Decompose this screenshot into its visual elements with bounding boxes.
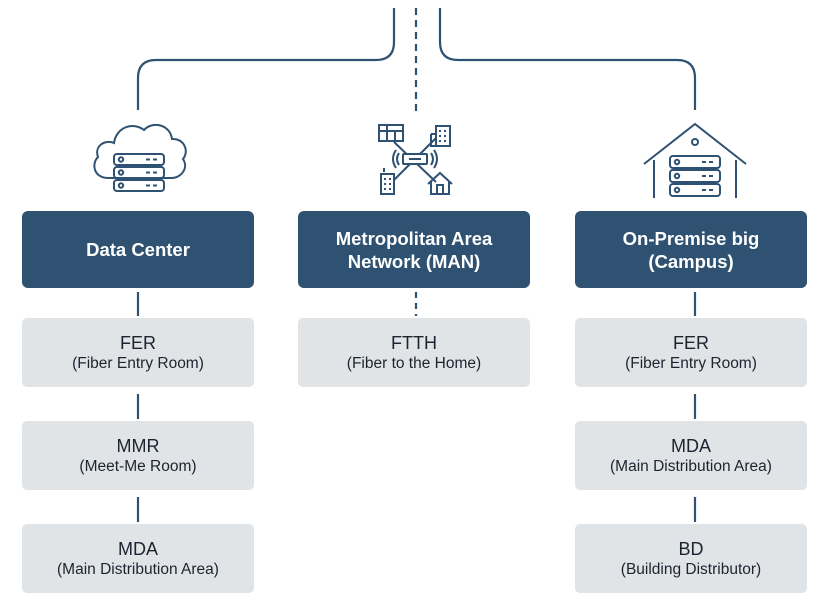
node-campus-fer: FER (Fiber Entry Room)	[575, 318, 807, 387]
header-data-center: Data Center	[22, 211, 254, 288]
node-title: BD	[678, 538, 704, 559]
node-subtitle: (Main Distribution Area)	[610, 457, 772, 475]
node-title: MDA	[671, 435, 711, 456]
node-dc-fer: FER (Fiber Entry Room)	[22, 318, 254, 387]
city-network-icon	[378, 124, 453, 195]
header-campus: On-Premise big (Campus)	[575, 211, 807, 288]
node-subtitle: (Main Distribution Area)	[57, 560, 219, 578]
header-label: Metropolitan Area Network (MAN)	[335, 227, 493, 272]
node-subtitle: (Meet-Me Room)	[79, 457, 197, 475]
node-dc-mda: MDA (Main Distribution Area)	[22, 524, 254, 593]
connector-left-trunk	[136, 8, 396, 110]
node-title: FER	[120, 332, 156, 353]
node-subtitle: (Fiber Entry Room)	[625, 354, 757, 372]
header-label: Data Center	[86, 239, 190, 260]
node-title: MDA	[118, 538, 158, 559]
node-title: MMR	[116, 435, 160, 456]
node-man-ftth: FTTH (Fiber to the Home)	[298, 318, 530, 387]
node-title: FTTH	[391, 332, 437, 353]
node-dc-mmr: MMR (Meet-Me Room)	[22, 421, 254, 490]
cloud-server-icon	[93, 123, 187, 192]
node-subtitle: (Building Distributor)	[620, 560, 762, 578]
connector-right-trunk	[438, 8, 697, 110]
header-man: Metropolitan Area Network (MAN)	[298, 211, 530, 288]
house-server-icon	[643, 122, 747, 198]
node-title: FER	[673, 332, 709, 353]
node-campus-mda: MDA (Main Distribution Area)	[575, 421, 807, 490]
node-subtitle: (Fiber Entry Room)	[72, 354, 204, 372]
header-label: On-Premise big (Campus)	[622, 227, 760, 272]
node-subtitle: (Fiber to the Home)	[346, 354, 482, 372]
node-campus-bd: BD (Building Distributor)	[575, 524, 807, 593]
